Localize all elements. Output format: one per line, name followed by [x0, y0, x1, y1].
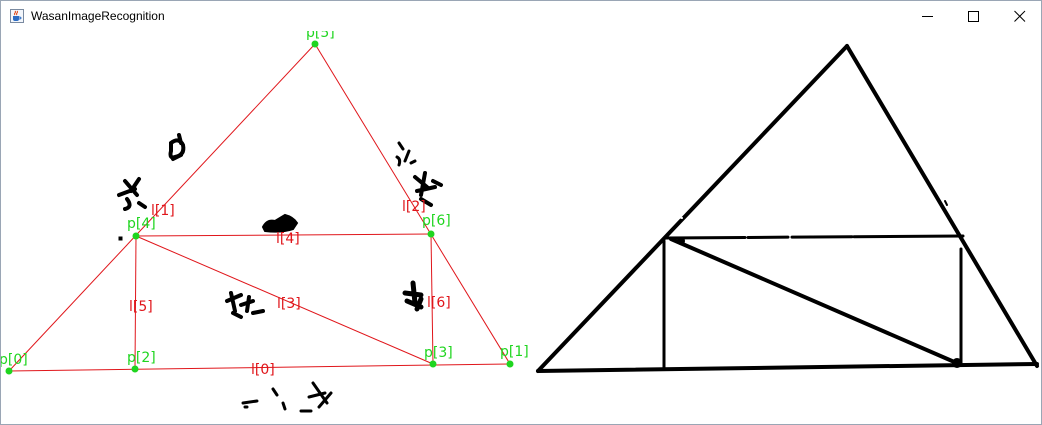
detected-point: [506, 360, 514, 368]
detected-point: [131, 365, 139, 373]
detected-line: [430, 233, 434, 365]
drawing-gap-mark-left: [676, 208, 683, 219]
line-label: l[4]: [276, 231, 300, 247]
vertex-dot-top-left: [677, 237, 685, 245]
line-label: l[6]: [427, 295, 451, 311]
glyph-top-bar: [261, 213, 299, 233]
window-title: WasanImageRecognition: [31, 9, 165, 23]
glyph-right-upper-1: [395, 141, 417, 167]
java-cup-icon: [10, 9, 24, 23]
glyph-bottom: [241, 381, 333, 413]
point-label: p[5]: [306, 31, 335, 41]
point-label: p[3]: [424, 345, 453, 361]
maximize-button[interactable]: [951, 1, 997, 31]
line-label: l[5]: [129, 299, 153, 315]
detected-point: [311, 40, 319, 48]
detected-line: [8, 363, 511, 372]
detected-point: [132, 232, 140, 240]
maximize-icon: [968, 11, 979, 22]
drawing-tick-right: [944, 200, 948, 206]
detected-line: [134, 235, 137, 370]
detected-line: [135, 233, 432, 237]
line-label: l[3]: [277, 296, 301, 312]
point-label: p[6]: [422, 213, 451, 229]
line-label: l[1]: [151, 203, 175, 219]
detected-points: p[0] p[1] p[2] p[3] p[4] p[5] p[6]: [1, 31, 529, 375]
glyph-right-middle: [402, 280, 424, 312]
close-icon: [1014, 10, 1026, 22]
glyph-right-upper-2: [413, 171, 443, 207]
detected-point: [427, 230, 435, 238]
detected-line: [135, 235, 434, 365]
title-bar[interactable]: WasanImageRecognition: [1, 1, 1041, 31]
close-button[interactable]: [997, 1, 1042, 31]
point-label: p[1]: [500, 344, 529, 360]
point-label: p[2]: [127, 350, 156, 366]
glyph-top: [168, 133, 186, 161]
point-label: p[4]: [127, 216, 156, 232]
outer-triangle-left-edge: [536, 44, 849, 373]
detected-point: [429, 360, 437, 368]
ink-speck: [118, 236, 123, 241]
source-drawing: [536, 44, 1039, 373]
glyph-center: [225, 291, 265, 319]
minimize-icon: [922, 16, 933, 17]
point-label: p[0]: [1, 352, 28, 368]
vertex-dot-bottom-right: [952, 358, 962, 368]
detected-line: [314, 43, 511, 365]
recognition-canvas: l[0] l[1] l[2] l[3] l[4] l[5] l[6] p[0] p[1] p[2…: [1, 31, 1039, 413]
line-label: l[0]: [251, 362, 275, 378]
outer-triangle-right-edge: [845, 44, 1039, 368]
inner-rect-top: [663, 234, 965, 240]
line-label: l[2]: [402, 199, 426, 215]
detected-lines: l[0] l[1] l[2] l[3] l[4] l[5] l[6]: [8, 43, 511, 378]
detected-line: [8, 43, 316, 372]
handwritten-glyphs-left: [117, 133, 443, 413]
image-canvas: l[0] l[1] l[2] l[3] l[4] l[5] l[6] p[0] p[1] p[2…: [1, 31, 1041, 424]
glyph-left-upper: [117, 177, 147, 211]
detected-point: [5, 367, 13, 375]
minimize-button[interactable]: [905, 1, 951, 31]
inner-diagonal: [669, 237, 961, 366]
